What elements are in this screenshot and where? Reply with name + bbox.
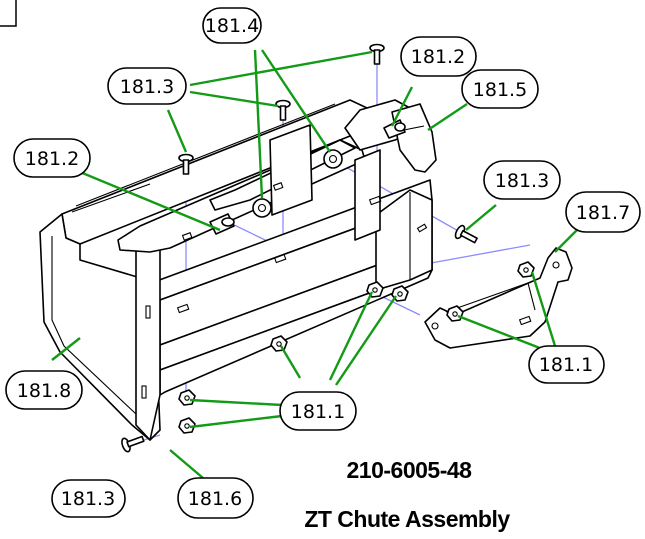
svg-text:181.7: 181.7: [576, 202, 630, 224]
bracket-181-5: [391, 103, 437, 173]
callout-181-5: 181.5: [461, 69, 539, 109]
bolt-icon: [121, 435, 145, 453]
callout-181-4: 181.4: [202, 7, 262, 44]
svg-text:181.3: 181.3: [120, 76, 174, 98]
callout-181-1-bottom: 181.1: [279, 391, 357, 431]
svg-text:181.3: 181.3: [61, 488, 115, 510]
chute-body: [39, 99, 433, 441]
svg-text:181.8: 181.8: [17, 380, 71, 402]
svg-text:181.3: 181.3: [495, 170, 549, 192]
callout-181-8: 181.8: [5, 370, 83, 410]
nut-group: [178, 261, 535, 434]
bolt-icon: [178, 153, 194, 175]
callout-181-7: 181.7: [565, 191, 641, 233]
callout-181-3-top: 181.3: [107, 67, 187, 105]
bolt-icon: [369, 43, 385, 65]
leader-lines: [51, 49, 578, 479]
svg-text:181.4: 181.4: [205, 15, 259, 37]
frame-corner: [0, 0, 17, 27]
callout-181-2-left: 181.2: [13, 138, 91, 178]
svg-text:181.1: 181.1: [539, 354, 593, 376]
callout-181-2-top: 181.2: [400, 36, 477, 77]
svg-text:181.6: 181.6: [188, 488, 242, 510]
callout-181-3-bottom: 181.3: [51, 479, 126, 518]
nut-icon: [178, 417, 196, 434]
svg-text:181.2: 181.2: [25, 148, 79, 170]
callout-181-6: 181.6: [177, 477, 254, 519]
svg-text:181.5: 181.5: [473, 79, 527, 101]
bolt-icon: [454, 224, 478, 244]
nut-icon: [517, 261, 535, 278]
bracket-181-7: [424, 247, 573, 349]
washer-icon: [252, 198, 272, 218]
callout-181-1-right: 181.1: [528, 345, 605, 384]
assembly-title: ZT Chute Assembly: [304, 506, 510, 532]
washer-group: [209, 119, 406, 235]
svg-text:181.2: 181.2: [411, 46, 465, 68]
part-number: 210-6005-48: [347, 457, 473, 483]
bolt-icon: [275, 99, 291, 121]
washer-icon: [323, 149, 343, 169]
bolt-group: [121, 43, 478, 453]
nut-icon: [446, 305, 464, 322]
nut-icon: [178, 389, 196, 406]
callout-181-3-right: 181.3: [483, 160, 561, 200]
svg-text:181.1: 181.1: [291, 401, 345, 423]
